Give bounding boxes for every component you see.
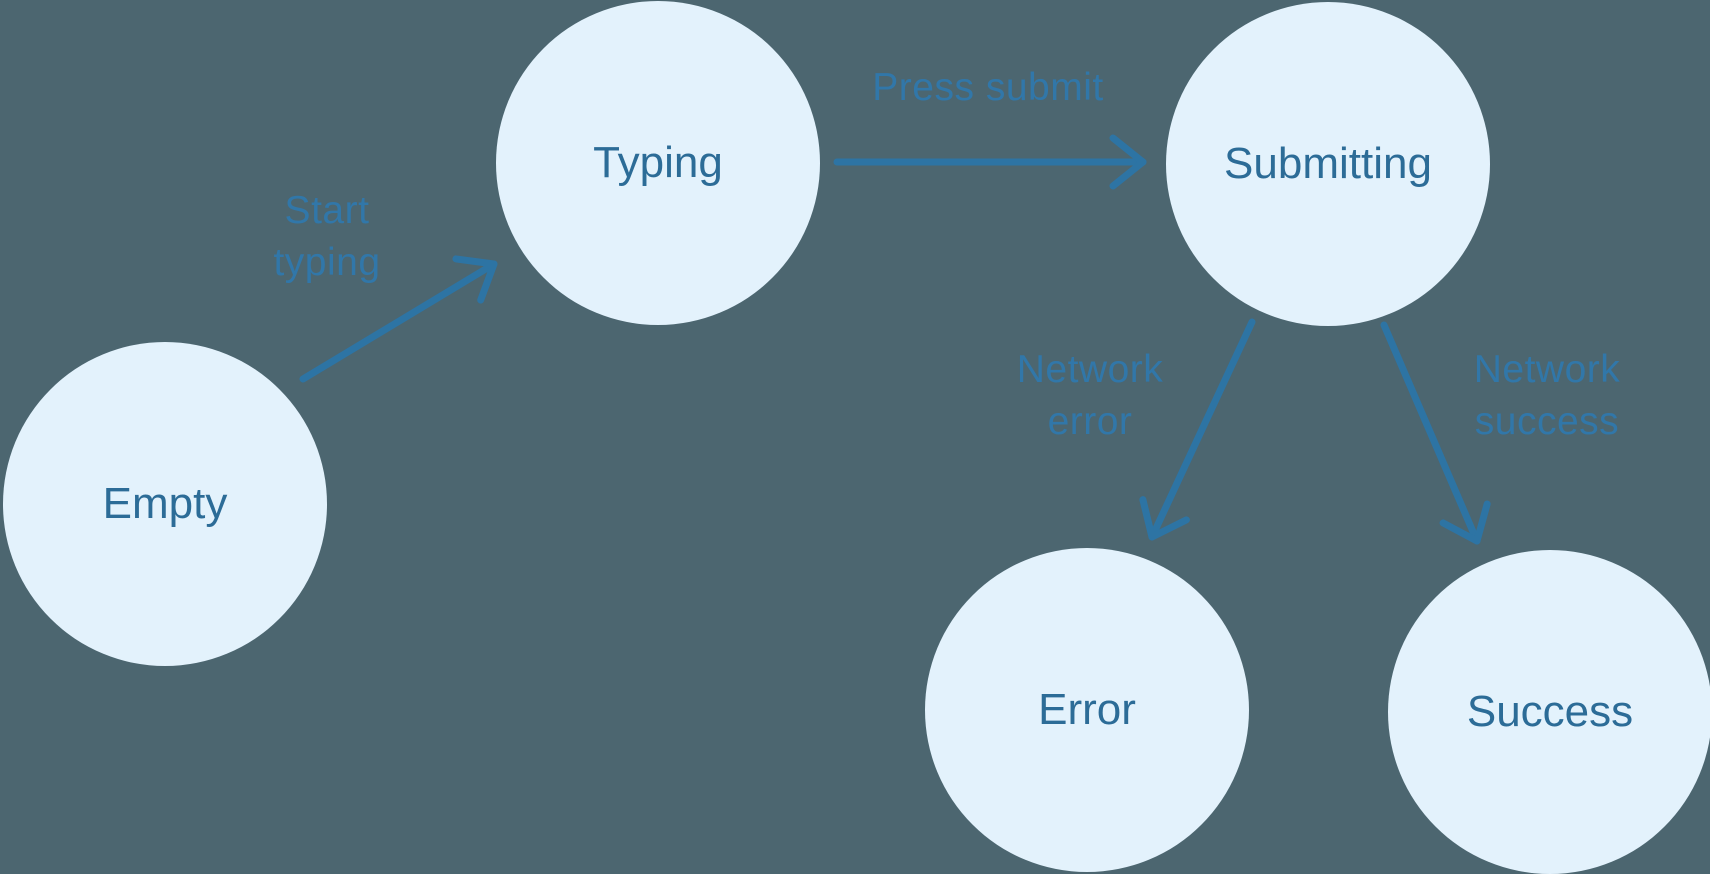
node-submitting-label: Submitting <box>1224 139 1432 188</box>
edge-label-start-typing: Start typing <box>273 185 380 289</box>
node-typing-label: Typing <box>593 138 723 187</box>
node-success-label: Success <box>1466 687 1634 736</box>
node-error-label: Error <box>1038 685 1136 734</box>
node-success: Success <box>1388 550 1710 874</box>
edge-label-line: Network <box>1016 348 1164 391</box>
edge-arrow-submitting-success <box>1380 321 1491 545</box>
node-submitting: Submitting <box>1166 2 1490 326</box>
edge-label-line: Press submit <box>872 66 1104 109</box>
edge-arrow-empty-typing <box>299 255 498 383</box>
edge-label-network-error: Network error <box>1017 344 1164 448</box>
edge-label-line: typing <box>273 241 381 284</box>
edge-label-press-submit: Press submit <box>872 62 1103 114</box>
node-error: Error <box>925 548 1249 872</box>
edge-label-line: Network <box>1473 348 1621 391</box>
edge-label-network-success: Network success <box>1474 344 1621 448</box>
node-empty-label: Empty <box>102 479 228 528</box>
edge-label-line: success <box>1474 400 1620 443</box>
node-typing: Typing <box>496 1 820 325</box>
edge-arrow-submitting-error <box>1139 318 1256 541</box>
node-empty: Empty <box>3 342 327 666</box>
edge-label-line: error <box>1047 400 1133 443</box>
edge-label-line: Start <box>284 189 370 232</box>
